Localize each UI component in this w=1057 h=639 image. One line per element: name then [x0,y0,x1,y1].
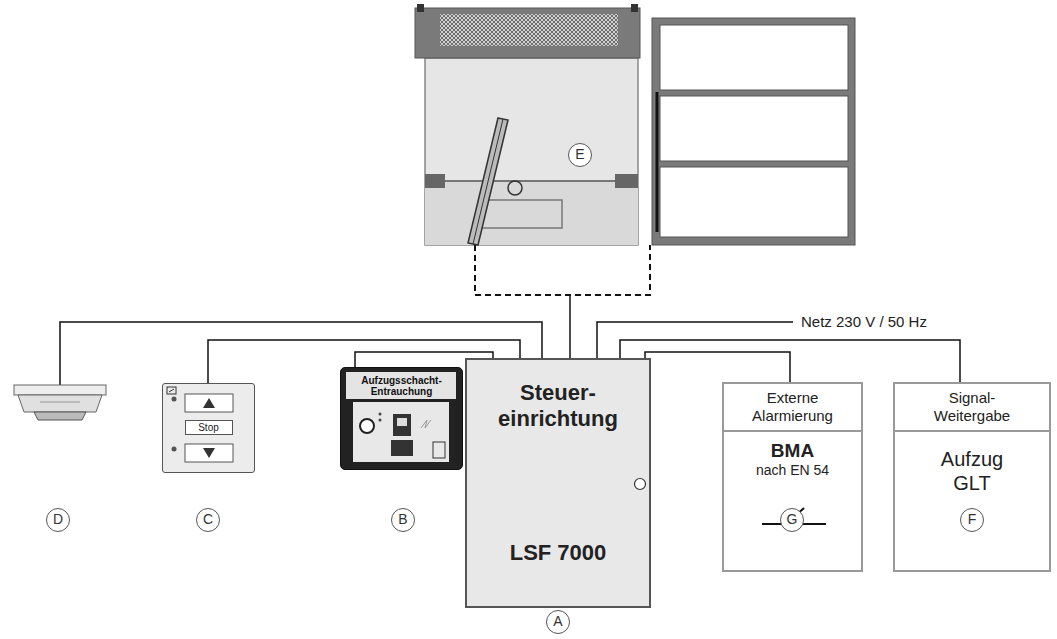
smoke-detector [14,385,106,420]
vent-roller [425,174,445,188]
node-decoration [397,418,407,426]
wire-connector [620,340,960,382]
window-pane [660,167,848,237]
node-decoration [433,442,445,458]
wire-connector [645,352,790,382]
vent-tab [417,4,424,12]
node-decoration [203,398,215,408]
node-decoration [167,387,176,394]
wire [569,295,571,358]
vent-flap-line [473,119,503,244]
detector-body [18,395,102,412]
vent-lower [425,180,638,245]
node-decoration [185,444,233,462]
control-unit: Steuer- einrichtungLSF 7000 [465,358,651,608]
dashed-wire [475,245,650,295]
node-decoration [379,419,382,422]
node-text: Stop [185,420,233,435]
vent-tab [631,4,638,12]
detector-base [14,385,106,395]
window-pane [660,25,848,90]
callout-letter: G [780,508,804,532]
mains-label: Netz 230 V / 50 Hz [799,313,929,330]
node-text: Signal- Weitergabe [922,389,1022,425]
vent-axis [445,180,615,182]
window-pane [660,96,848,161]
smoke-extraction-button: Aufzugsschacht- Entrauchung [340,367,463,470]
node-text: nach EN 54 [733,462,853,479]
detector-line [40,402,80,403]
control-panel: Stop [162,383,255,473]
node-decoration [172,447,177,452]
callout-letter: D [46,508,70,532]
vent-top [415,8,640,58]
node-decoration [169,389,174,392]
node-decoration [203,448,215,458]
vent-box [482,200,562,228]
node-text: Externe Alarmierung [733,389,853,425]
node-text: Steuer- einrichtung [483,380,633,432]
node-decoration [379,413,382,416]
fire-alarm-box: Externe AlarmierungBMAnach EN 54 [722,382,863,572]
callout-letter: C [196,508,220,532]
detector-sensor [34,412,86,420]
smoke-vent [415,4,640,245]
vent-flap [468,118,508,245]
node-decoration [172,397,177,402]
callout-letter: E [568,143,592,167]
vent-pulley [508,181,522,195]
callout-letter: F [960,508,984,532]
signal-output-box: Signal- WeitergabeAufzug GLT [893,382,1051,572]
window [652,18,855,245]
node-decoration [421,420,431,428]
node-text: Aufzug GLT [927,447,1017,495]
node-text: LSF 7000 [483,540,633,566]
node-decoration [635,479,646,490]
node-decoration [391,440,413,456]
vent-housing [425,58,638,245]
node-decoration [360,419,374,433]
window-frame [652,18,855,245]
node-text: BMA [733,440,853,462]
window-actuator [656,92,659,232]
callout-letter: A [546,610,570,634]
node-text: Aufzugsschacht- Entrauchung [347,375,457,397]
node-decoration [393,414,411,436]
node-decoration [895,430,1049,432]
node-decoration [346,372,456,399]
callout-letter: B [391,508,415,532]
node-decoration [724,430,861,432]
vent-roller [615,174,638,188]
node-decoration [353,402,449,462]
node-decoration [185,394,233,412]
vent-mesh [440,14,618,46]
